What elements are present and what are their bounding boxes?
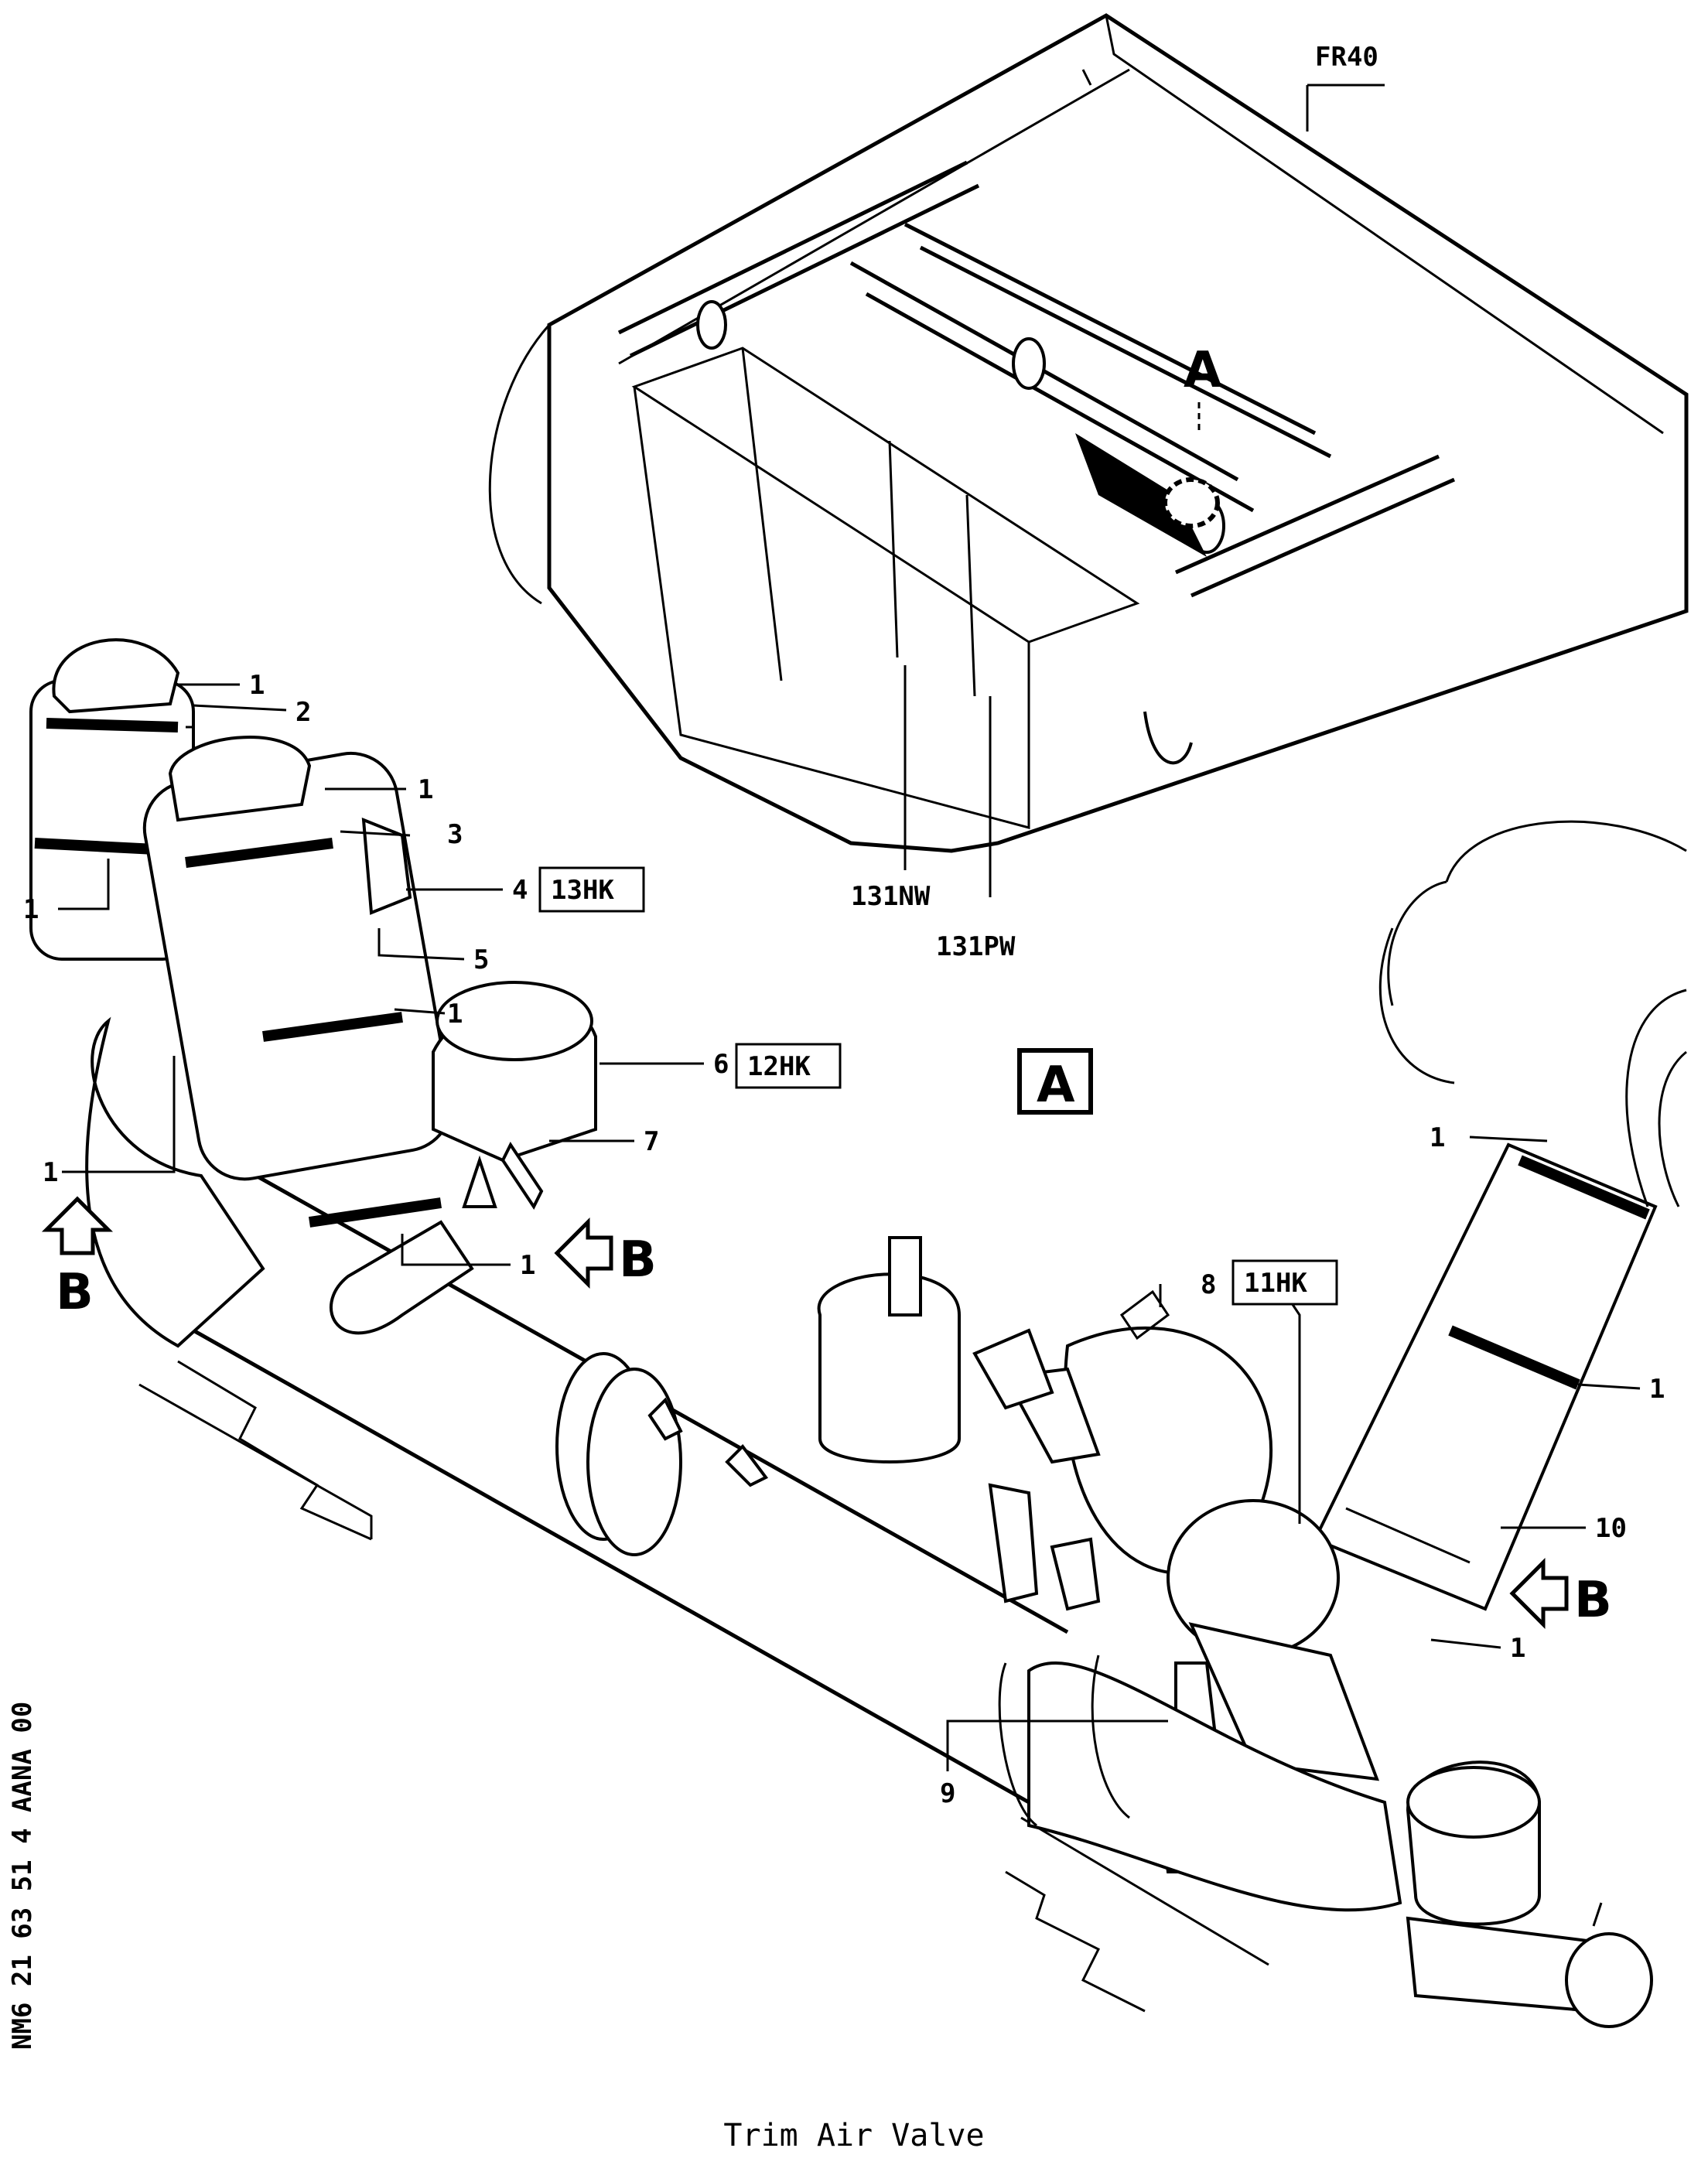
figure-caption: Trim Air Valve bbox=[723, 2118, 985, 2153]
item-label-1f: 1 bbox=[520, 1250, 535, 1281]
item-label-8: 8 bbox=[1201, 1269, 1216, 1300]
view-a-indicator: A bbox=[1184, 342, 1222, 433]
detail-a-frame: A bbox=[1017, 1048, 1093, 1115]
callout-11hk: 11HK bbox=[1231, 1259, 1338, 1306]
reference-code: NM6 21 63 51 4 AANA 00 bbox=[7, 1702, 38, 2050]
connector-13hk bbox=[361, 817, 412, 915]
upper-right-duct bbox=[1378, 820, 1687, 1207]
item-label-1a: 1 bbox=[249, 670, 265, 701]
item-label-1c: 1 bbox=[447, 999, 463, 1030]
callout-12hk-text: 12HK bbox=[747, 1051, 811, 1082]
item-label-6: 6 bbox=[713, 1049, 729, 1080]
frame-label: FR40 bbox=[1315, 42, 1378, 73]
callout-13hk-text: 13HK bbox=[551, 875, 614, 906]
detail-a-label: A bbox=[1037, 1057, 1075, 1114]
item-label-1b: 1 bbox=[418, 774, 433, 805]
item-label-1d: 1 bbox=[23, 894, 39, 925]
callout-13hk: 13HK bbox=[538, 866, 645, 913]
main-valve-assembly bbox=[998, 1499, 1402, 1912]
item-label-5: 5 bbox=[473, 944, 489, 975]
item-label-3: 3 bbox=[447, 819, 463, 850]
item-label-2: 2 bbox=[295, 697, 311, 728]
item-label-4: 4 bbox=[512, 875, 528, 906]
view-b-arrow-right: B bbox=[1509, 1557, 1612, 1630]
diagonal-hose-10 bbox=[1313, 1142, 1658, 1611]
item-label-1e: 1 bbox=[43, 1157, 58, 1188]
view-b-arrow-center: B bbox=[554, 1217, 657, 1289]
frame-marker: FR40 bbox=[1306, 42, 1385, 131]
item-label-1i: 1 bbox=[1510, 1633, 1525, 1664]
callout-12hk: 12HK bbox=[735, 1043, 842, 1089]
zone-label-131pw: 131PW bbox=[936, 931, 1016, 962]
valve-actuator-12hk bbox=[432, 981, 597, 1210]
end-actuator bbox=[1406, 1760, 1653, 2028]
item-label-1g: 1 bbox=[1430, 1122, 1445, 1153]
item-label-7: 7 bbox=[644, 1126, 659, 1157]
item-label-1h: 1 bbox=[1649, 1374, 1665, 1405]
leader-lines bbox=[58, 683, 1641, 1771]
view-b-arrow-left: B bbox=[41, 1196, 114, 1321]
item-label-9: 9 bbox=[940, 1778, 955, 1809]
item-labels: 1 2 1 3 4 5 1 6 7 1 1 1 8 1 1 10 1 9 bbox=[23, 670, 1665, 1809]
fuselage-overview bbox=[488, 13, 1689, 853]
arrow-b-label-center: B bbox=[619, 1231, 657, 1289]
callout-11hk-text: 11HK bbox=[1244, 1268, 1307, 1299]
main-duct bbox=[138, 1142, 1269, 2013]
arrow-b-label-right: B bbox=[1574, 1572, 1612, 1629]
zone-label-131nw: 131NW bbox=[851, 881, 931, 912]
zone-markers: 131NW 131PW bbox=[851, 665, 1016, 962]
item-label-10: 10 bbox=[1595, 1513, 1627, 1544]
arrow-b-label-left: B bbox=[56, 1264, 94, 1321]
view-a-label: A bbox=[1184, 342, 1222, 399]
